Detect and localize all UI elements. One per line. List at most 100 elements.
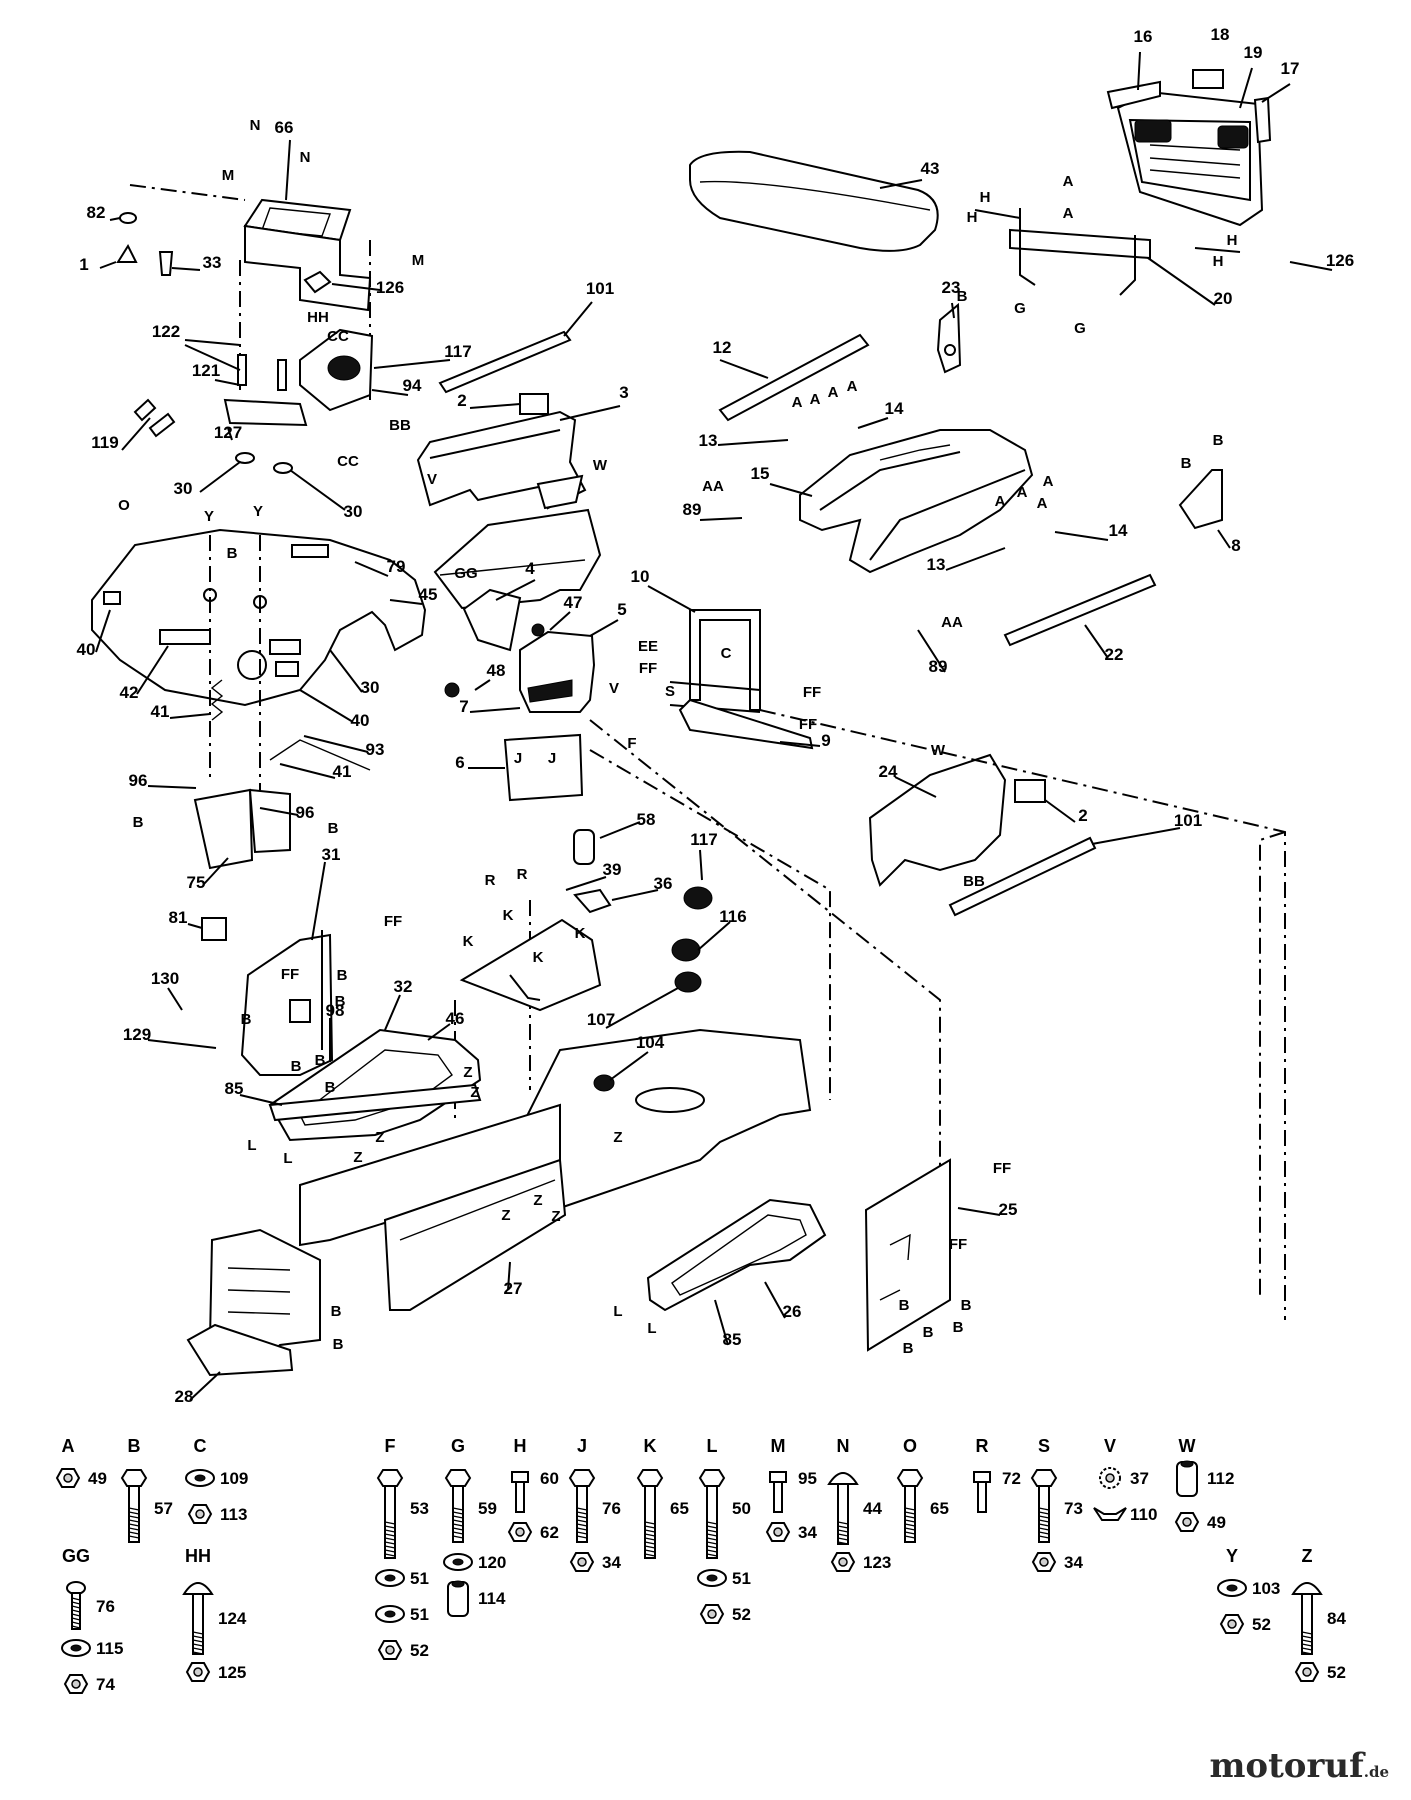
hardware-nut-icon [507, 1522, 533, 1542]
hardware-bolt-icon [444, 1469, 472, 1543]
callout-c-101b: 101 [1174, 811, 1202, 830]
letter-l-FF6: FF [993, 1160, 1011, 1177]
letter-l-L3: L [613, 1303, 622, 1320]
callout-c-22: 22 [1105, 645, 1124, 664]
letter-l-A2: A [810, 391, 821, 408]
letter-l-A4: A [847, 378, 858, 395]
letter-l-FF5: FF [281, 966, 299, 983]
callout-c-6: 6 [455, 753, 464, 772]
callout-c-16: 16 [1134, 27, 1153, 46]
hardware-washer-icon [185, 1469, 215, 1487]
legend-part-number: 37 [1130, 1469, 1149, 1488]
callout-c-3: 3 [619, 383, 628, 402]
callout-c-9: 9 [821, 731, 830, 750]
hardware-washer-icon [697, 1569, 727, 1587]
left-fender-panel-part [201, 917, 334, 1076]
hardware-nut-icon [569, 1552, 595, 1572]
letter-l-CC1: CC [327, 328, 349, 345]
letter-l-CC2: CC [337, 453, 359, 470]
letter-l-FF3: FF [799, 716, 817, 733]
callout-c-30c: 30 [361, 678, 380, 697]
trim-strip-101a [438, 330, 572, 394]
legend-part-number: 123 [863, 1553, 891, 1572]
letter-l-B14: B [333, 1336, 344, 1353]
callout-c-2a: 2 [457, 391, 466, 410]
legend-key-k: K [644, 1436, 657, 1456]
letter-l-G1: G [1014, 300, 1026, 317]
hardware-longbolt-icon [698, 1469, 726, 1559]
hardware-carriage-icon [827, 1472, 859, 1545]
letter-l-J2: J [548, 750, 556, 767]
small-hardware-part [116, 212, 332, 438]
hardware-washer-icon [443, 1553, 473, 1571]
letter-l-L4: L [647, 1320, 656, 1337]
footrest-right-part [646, 1198, 827, 1312]
letter-l-B9: B [241, 1011, 252, 1028]
callout-c-36: 36 [654, 874, 673, 893]
letter-l-K2: K [463, 933, 474, 950]
legend-part-number: 76 [96, 1597, 115, 1616]
callout-c-15: 15 [751, 464, 770, 483]
seat-cushion-part [689, 150, 939, 252]
legend-part-number: 62 [540, 1523, 559, 1542]
letter-l-N2: N [300, 149, 311, 166]
letter-l-A9: A [1063, 173, 1074, 190]
letter-l-V1: V [427, 471, 437, 488]
callout-c-107: 107 [587, 1010, 615, 1029]
callout-c-27: 27 [504, 1279, 523, 1298]
trim-strip-22 [1003, 573, 1157, 647]
callout-c-96b: 96 [296, 803, 315, 822]
hardware-spacer-icon [1176, 1460, 1198, 1497]
legend-key-f: F [385, 1436, 396, 1456]
callout-c-20: 20 [1214, 289, 1233, 308]
legend-key-g: G [451, 1436, 465, 1456]
steering-column-part [193, 535, 371, 870]
legend-key-l: L [707, 1436, 718, 1456]
letter-l-AA1: AA [702, 478, 724, 495]
legend-key-r: R [976, 1436, 989, 1456]
legend-part-number: 52 [410, 1641, 429, 1660]
letter-l-B2: B [1213, 432, 1224, 449]
callout-c-117b: 117 [690, 830, 717, 849]
hardware-legend: A49B57C109113F53515152G59120114H6062J763… [55, 1436, 1346, 1694]
letter-l-N1: N [250, 117, 261, 134]
letter-l-O1: O [118, 497, 130, 514]
hardware-nut-icon [377, 1640, 403, 1660]
letter-l-BB2: BB [963, 873, 985, 890]
letter-l-Z1: Z [463, 1064, 472, 1081]
letter-l-Y1: Y [204, 508, 214, 525]
hardware-lockwasher-icon [1099, 1467, 1121, 1489]
letter-l-R2: R [517, 866, 528, 883]
hardware-washer-icon [375, 1569, 405, 1587]
legend-group-o: O65 [896, 1436, 949, 1543]
callout-c-122: 122 [152, 322, 180, 341]
callout-c-98: 98 [326, 1001, 345, 1020]
trim-strip-12 [718, 333, 870, 422]
callout-c-127: 127 [214, 423, 242, 442]
callout-c-94: 94 [403, 376, 422, 395]
console-plate-part [444, 588, 545, 698]
legend-part-number: 73 [1064, 1499, 1083, 1518]
legend-part-number: 59 [478, 1499, 497, 1518]
legend-part-number: 74 [96, 1675, 115, 1694]
callout-c-24: 24 [879, 762, 898, 781]
callout-c-19: 19 [1244, 43, 1263, 62]
legend-part-number: 65 [670, 1499, 689, 1518]
hardware-bolt-icon [120, 1469, 148, 1543]
callout-c-28: 28 [175, 1387, 194, 1406]
letter-l-B19: B [903, 1340, 914, 1357]
legend-part-number: 57 [154, 1499, 173, 1518]
letter-l-B13: B [331, 1303, 342, 1320]
letter-l-BB1: BB [389, 417, 411, 434]
legend-group-k: K 65 [636, 1436, 689, 1559]
letter-l-R1: R [485, 872, 496, 889]
console-upper-part [519, 630, 596, 713]
